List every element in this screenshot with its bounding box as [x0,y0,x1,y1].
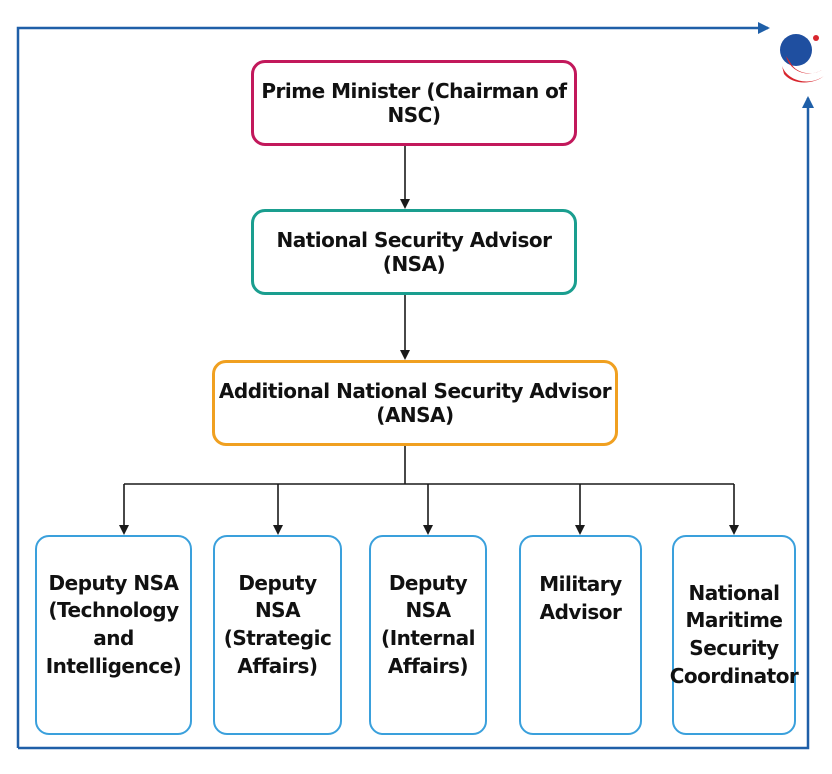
nsa-label: National Security Advisor (NSA) [276,228,552,276]
military-advisor-box: Military Advisor [519,535,642,735]
brand-logo-icon [780,34,824,83]
deputy-nsa-technology-box: Deputy NSA (Technology and Intelligence) [35,535,192,735]
maritime-coordinator-label: National Maritime Security Coordinator [669,580,799,688]
ansa-label: Additional National Security Advisor (AN… [218,379,612,427]
connector-lines [119,146,739,535]
deputy-nsa-technology-label: Deputy NSA (Technology and Intelligence) [45,570,182,678]
ansa-box: Additional National Security Advisor (AN… [212,360,618,446]
military-advisor-label: Military Advisor [539,572,622,624]
prime-minister-box: Prime Minister (Chairman of NSC) [251,60,577,146]
deputy-nsa-strategic-box: Deputy NSA (Strategic Affairs) [213,535,342,735]
deputy-nsa-internal-box: Deputy NSA (Internal Affairs) [369,535,487,735]
deputy-nsa-internal-label: Deputy NSA (Internal Affairs) [381,570,475,678]
nsa-box: National Security Advisor (NSA) [251,209,577,295]
deputy-nsa-strategic-label: Deputy NSA (Strategic Affairs) [223,570,332,678]
maritime-coordinator-box: National Maritime Security Coordinator [669,535,799,735]
frame-border [16,22,814,750]
prime-minister-label: Prime Minister (Chairman of NSC) [261,79,567,127]
